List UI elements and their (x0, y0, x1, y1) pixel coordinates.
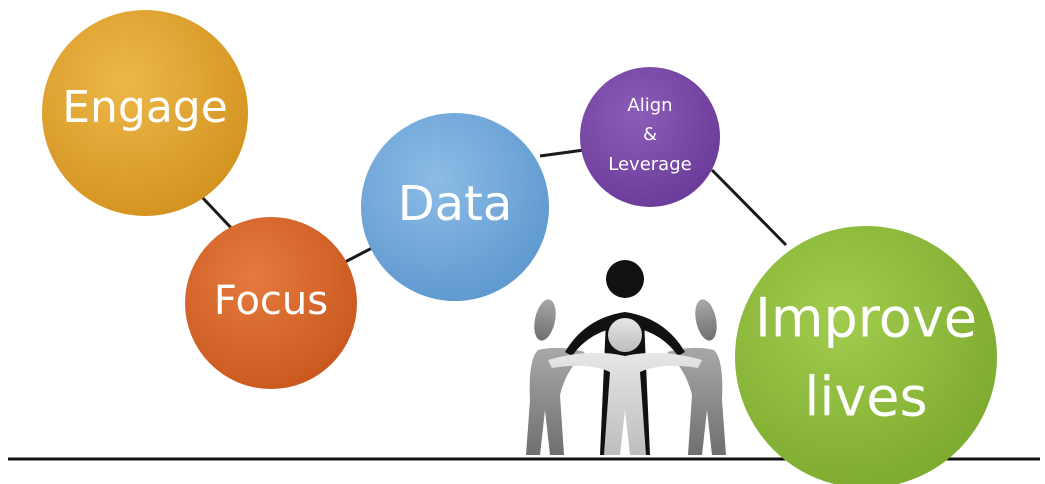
light-person-front (548, 318, 702, 455)
node-improve-line1: Improve (755, 287, 977, 350)
connector-align-improve (710, 168, 788, 247)
node-focus-label: Focus (214, 278, 328, 324)
gray-person-right (667, 299, 726, 455)
dark-person-arms (565, 312, 685, 356)
node-engage-label: Engage (62, 82, 228, 133)
node-align-circle (580, 67, 720, 207)
node-engage-circle (42, 10, 248, 216)
node-improve-lives: Improve lives (735, 226, 997, 484)
dark-person-head (606, 260, 644, 298)
node-improve-circle (735, 226, 997, 484)
node-data-label: Data (398, 176, 513, 232)
node-align-leverage: Align & Leverage (580, 67, 720, 207)
node-data-circle (361, 113, 549, 301)
node-focus: Focus (185, 217, 357, 389)
connector-data-align (539, 148, 585, 158)
gray-person-left (526, 299, 585, 455)
connector-engage-focus (198, 193, 237, 234)
node-focus-circle (185, 217, 357, 389)
node-align-line2: & (643, 124, 657, 145)
node-engage: Engage (42, 10, 248, 216)
node-improve-line2: lives (804, 366, 927, 429)
connector-focus-data (344, 246, 373, 264)
node-align-line3: Leverage (608, 154, 691, 175)
node-data: Data (361, 113, 549, 301)
node-align-line1: Align (627, 95, 672, 116)
people-figures-illustration (526, 260, 726, 455)
